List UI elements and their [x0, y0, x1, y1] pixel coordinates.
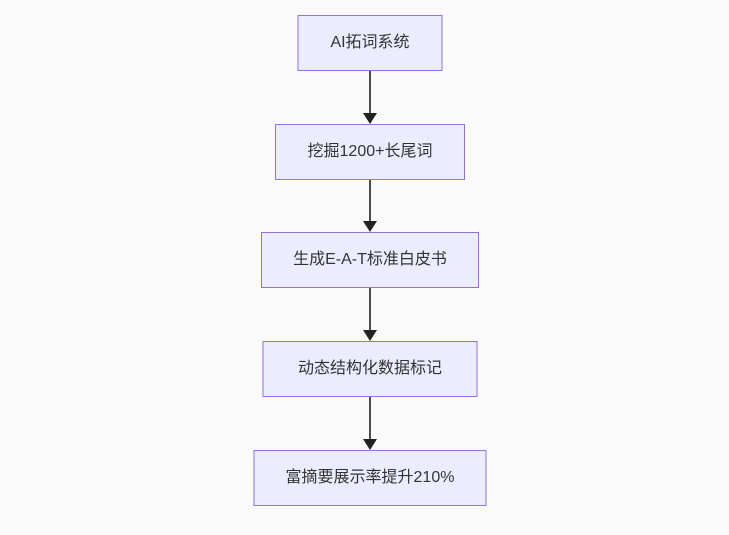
arrow-head-icon	[363, 330, 377, 341]
flowchart-node-eat-whitepaper: 生成E-A-T标准白皮书	[261, 232, 479, 288]
node-label: 动态结构化数据标记	[297, 360, 442, 378]
flowchart-node-longtail-keywords: 挖掘1200+长尾词	[275, 124, 465, 180]
flowchart-node-ai-system: AI拓词系统	[297, 15, 443, 71]
arrow-head-icon	[363, 439, 377, 450]
flowchart-arrow	[363, 397, 377, 450]
flowchart-node-rich-snippet-result: 富摘要展示率提升210%	[253, 450, 487, 506]
flowchart-arrow	[363, 71, 377, 124]
flowchart-arrow	[363, 180, 377, 232]
flowchart-node-structured-data: 动态结构化数据标记	[262, 341, 478, 397]
node-label: 富摘要展示率提升210%	[285, 469, 455, 487]
arrow-line	[369, 397, 371, 440]
flowchart-arrow	[363, 288, 377, 341]
node-label: 挖掘1200+长尾词	[307, 143, 433, 161]
arrow-line	[369, 288, 371, 331]
arrow-head-icon	[363, 113, 377, 124]
arrow-head-icon	[363, 221, 377, 232]
arrow-line	[369, 71, 371, 114]
node-label: 生成E-A-T标准白皮书	[293, 251, 447, 269]
node-label: AI拓词系统	[330, 34, 410, 52]
arrow-line	[369, 180, 371, 222]
